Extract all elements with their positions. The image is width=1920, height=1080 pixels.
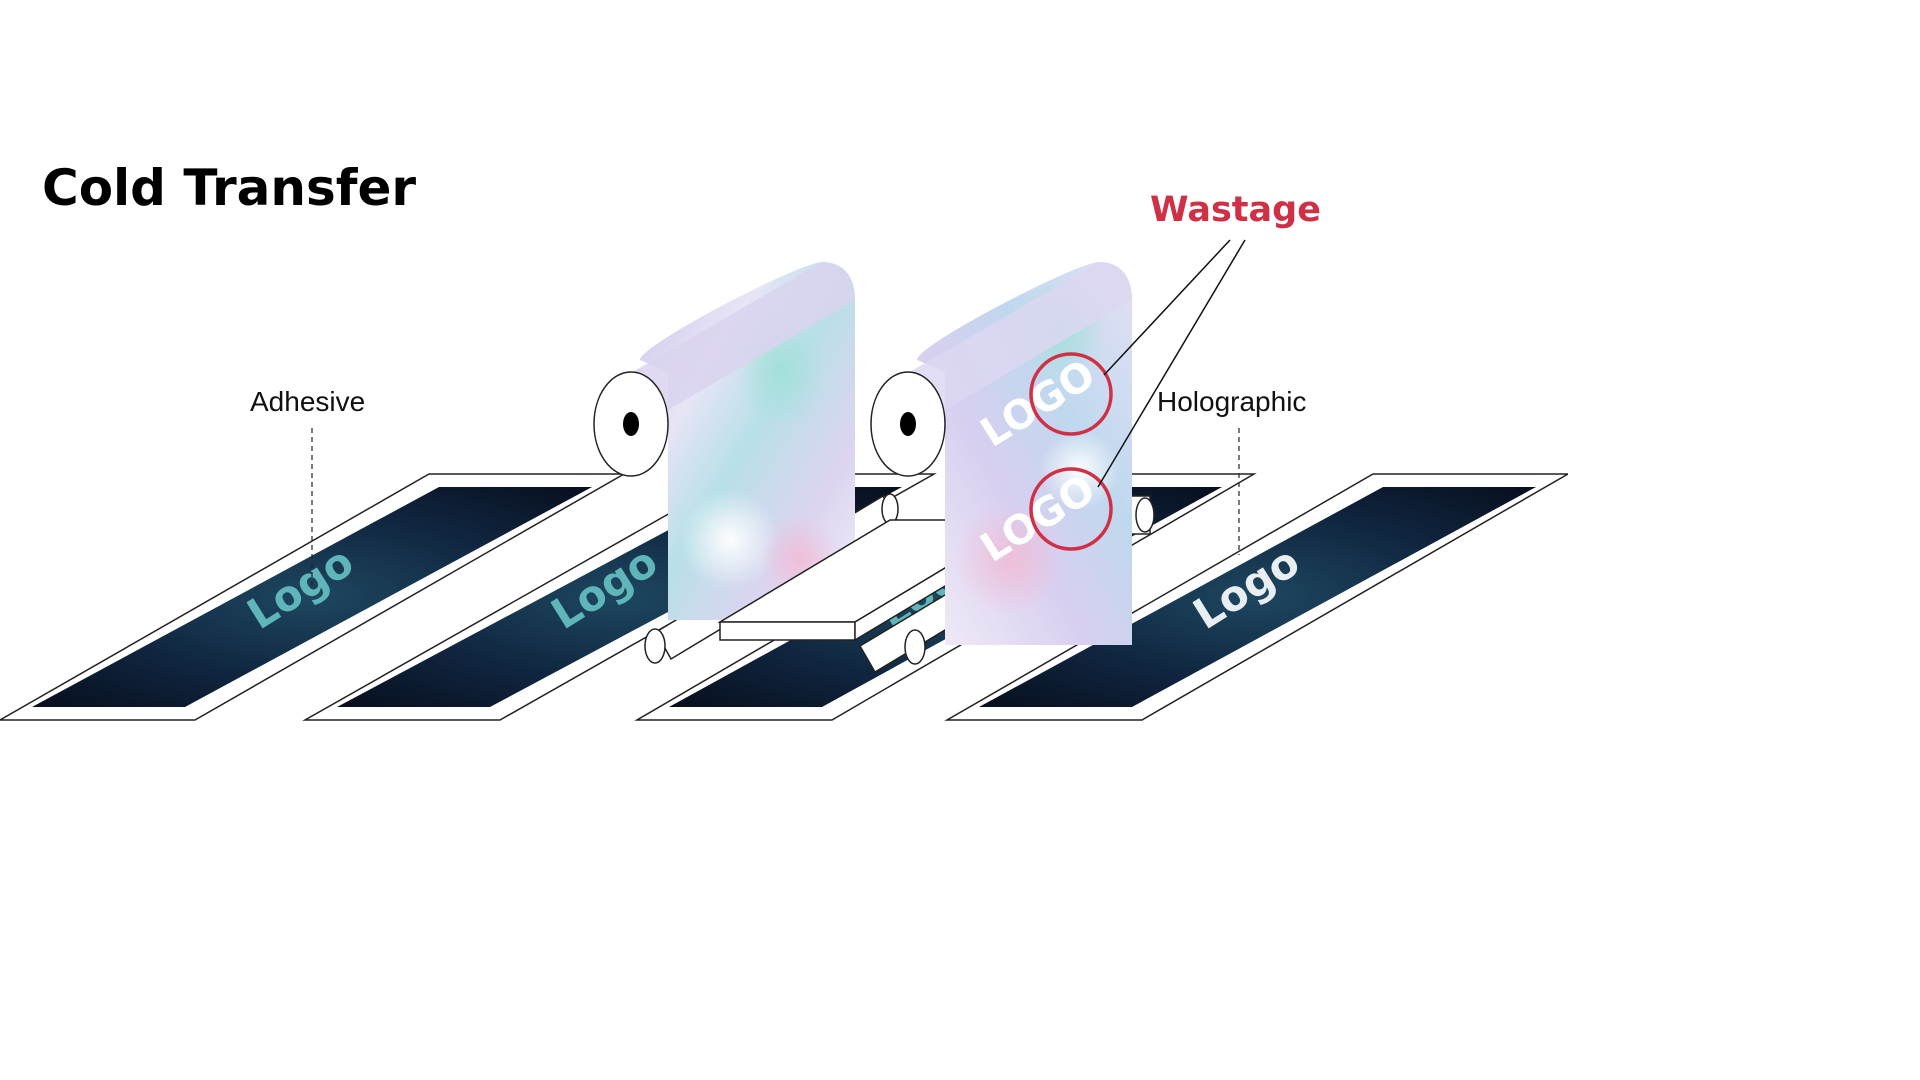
foil-roll-left [593,262,855,477]
wastage-circle-lower [1029,467,1113,551]
sheet-4 [944,473,1568,721]
cold-transfer-diagram: Logo Logo Logo Logo [0,239,1568,721]
holographic-label: Holographic [1157,386,1307,417]
wastage-label: Wastage [1150,190,1321,230]
page-title: Cold Transfer [42,159,417,217]
wastage-leader-upper [1103,239,1231,376]
adhesive-label: Adhesive [250,386,366,417]
wastage-leader-lower [1097,239,1246,488]
wastage-circle-upper [1029,352,1113,436]
foil-roll-right [870,262,1132,477]
